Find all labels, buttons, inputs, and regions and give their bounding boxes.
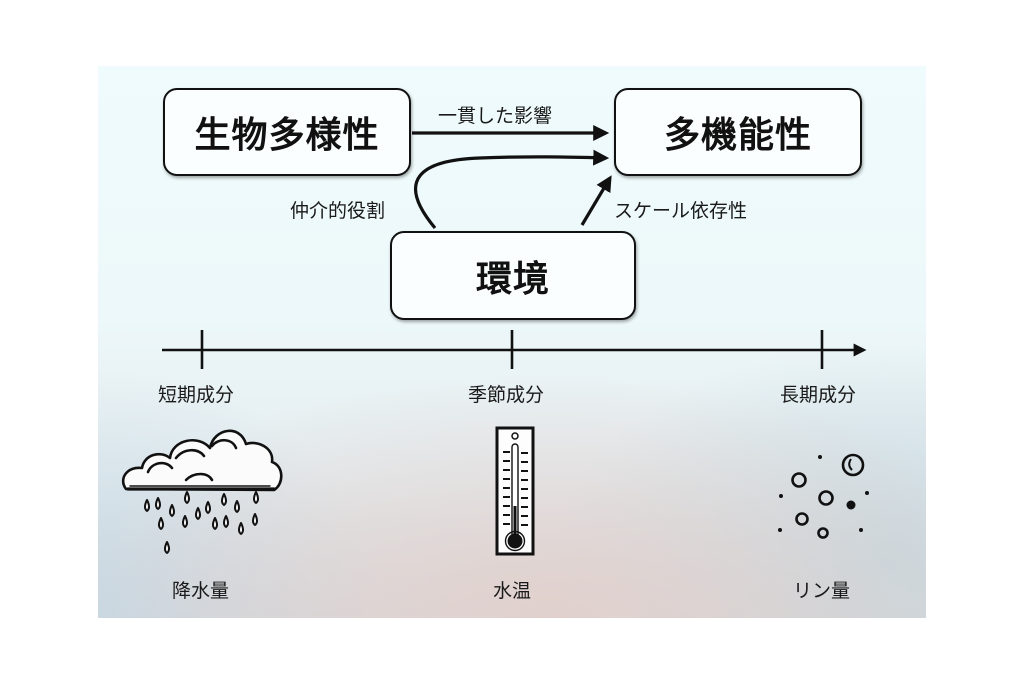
tick-label-long-term: 長期成分 bbox=[780, 384, 857, 406]
node-biodiversity: 生物多様性 bbox=[163, 88, 411, 176]
node-multifunctionality-label: 多機能性 bbox=[663, 115, 812, 156]
variable-label-precipitation: 降水量 bbox=[172, 580, 230, 602]
mediating-role-arrow bbox=[414, 149, 610, 230]
edge-label-scale-dependence: スケール依存性 bbox=[614, 200, 748, 222]
tick-label-short-term: 短期成分 bbox=[158, 384, 235, 406]
variable-label-phosphorus: リン量 bbox=[793, 580, 851, 602]
variable-label-water-temperature: 水温 bbox=[493, 580, 532, 602]
node-environment: 環境 bbox=[390, 231, 636, 320]
phosphorus-particles-icon bbox=[778, 453, 869, 539]
edge-label-mediating-role: 仲介的役割 bbox=[290, 200, 386, 222]
rain-cloud-icon bbox=[121, 429, 283, 554]
node-environment-label: 環境 bbox=[475, 258, 550, 300]
node-biodiversity-label: 生物多様性 bbox=[194, 115, 380, 156]
tick-label-seasonal: 季節成分 bbox=[468, 384, 545, 406]
thermometer-icon bbox=[495, 426, 535, 556]
scale-dependence-arrow bbox=[580, 175, 612, 226]
node-multifunctionality: 多機能性 bbox=[614, 88, 862, 176]
edge-label-consistent-effect: 一貫した影響 bbox=[438, 105, 553, 127]
